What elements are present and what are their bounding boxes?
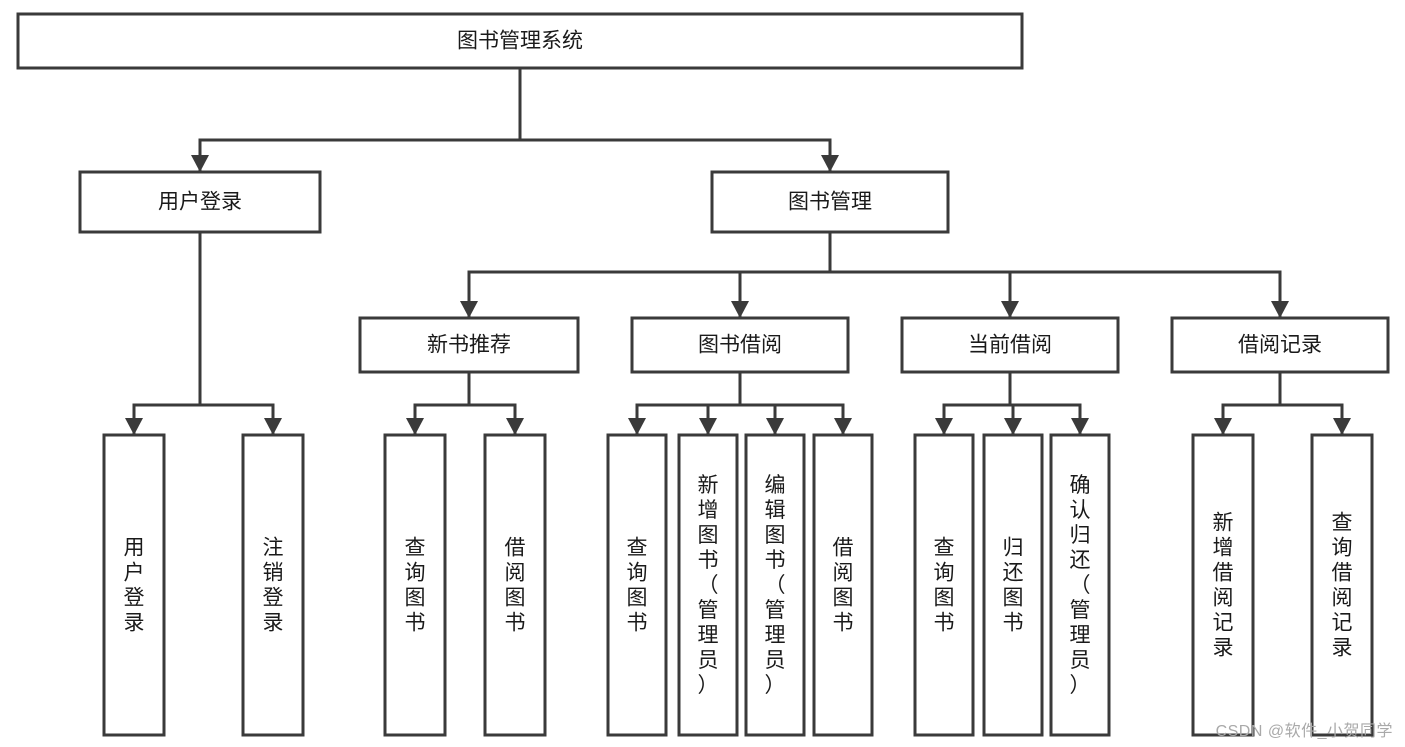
edge-group-new-book-recommend (406, 370, 524, 437)
edge-arrowhead (1004, 418, 1022, 435)
edge-arrowhead (264, 418, 282, 435)
node-box (630, 316, 850, 374)
node-box (913, 433, 975, 737)
node-box (900, 316, 1120, 374)
node-label: 用户登录 (158, 191, 242, 214)
node-leaf-add-book[interactable]: 新增图书（管理员） (677, 433, 739, 737)
node-label: 借阅图书 (833, 537, 854, 635)
node-box (710, 170, 950, 234)
node-label: 新书推荐 (427, 334, 511, 357)
node-label: 新增借阅记录 (1213, 512, 1234, 660)
node-box (16, 12, 1024, 70)
node-leaf-return-book[interactable]: 归还图书 (982, 433, 1044, 737)
node-label: 查询图书 (405, 537, 426, 635)
node-leaf-query-book-1[interactable]: 查询图书 (383, 433, 447, 737)
edge-arrowhead (699, 418, 717, 435)
edge-group-book-borrow (628, 370, 852, 437)
node-leaf-query-book-3[interactable]: 查询图书 (913, 433, 975, 737)
node-leaf-query-book-2[interactable]: 查询图书 (606, 433, 668, 737)
node-book-borrow[interactable]: 图书借阅 (630, 316, 850, 374)
edge-group-current-borrow (935, 370, 1089, 437)
node-label: 用户登录 (124, 537, 145, 635)
edge-arrowhead (191, 155, 209, 172)
node-label: 查询图书 (627, 537, 648, 635)
edge-arrowhead (125, 418, 143, 435)
edge-group-root (191, 66, 839, 174)
node-label: 当前借阅 (968, 334, 1052, 357)
node-leaf-borrow-book-2[interactable]: 借阅图书 (812, 433, 874, 737)
edge-arrowhead (935, 418, 953, 435)
node-label: 注销登录 (263, 537, 284, 635)
node-box (812, 433, 874, 737)
node-label: 图书借阅 (698, 334, 782, 357)
node-label: 查询借阅记录 (1332, 512, 1353, 660)
node-box (1310, 433, 1374, 737)
edge-arrowhead (834, 418, 852, 435)
node-label: 图书管理系统 (457, 30, 583, 53)
node-box (1049, 433, 1111, 737)
edge-group-book-manage (460, 230, 1289, 320)
node-box (483, 433, 547, 737)
edge-group-borrow-record (1214, 370, 1351, 437)
edge-arrowhead (1214, 418, 1232, 435)
edges-layer (125, 66, 1351, 437)
node-root[interactable]: 图书管理系统 (16, 12, 1024, 70)
node-leaf-confirm-return[interactable]: 确认归还（管理员） (1049, 433, 1111, 737)
node-box (982, 433, 1044, 737)
node-label: 编辑图书（管理员） (765, 474, 786, 697)
node-box (78, 170, 322, 234)
node-box (383, 433, 447, 737)
edge-arrowhead (1271, 301, 1289, 318)
node-box (241, 433, 305, 737)
node-leaf-logout[interactable]: 注销登录 (241, 433, 305, 737)
node-box (1191, 433, 1255, 737)
edge-arrowhead (406, 418, 424, 435)
edge-arrowhead (731, 301, 749, 318)
node-leaf-borrow-book-1[interactable]: 借阅图书 (483, 433, 547, 737)
node-box (744, 433, 806, 737)
edge-arrowhead (628, 418, 646, 435)
edge-arrowhead (766, 418, 784, 435)
node-box (606, 433, 668, 737)
node-borrow-record[interactable]: 借阅记录 (1170, 316, 1390, 374)
watermark-text: CSDN @软件_小贺同学 (1215, 723, 1393, 740)
node-leaf-add-record[interactable]: 新增借阅记录 (1191, 433, 1255, 737)
edge-arrowhead (1001, 301, 1019, 318)
node-box (102, 433, 166, 737)
node-leaf-edit-book[interactable]: 编辑图书（管理员） (744, 433, 806, 737)
nodes-layer: 图书管理系统用户登录图书管理新书推荐图书借阅当前借阅借阅记录用户登录注销登录查询… (16, 12, 1390, 737)
node-box (677, 433, 739, 737)
node-current-borrow[interactable]: 当前借阅 (900, 316, 1120, 374)
edge-arrowhead (821, 155, 839, 172)
node-label: 归还图书 (1003, 537, 1024, 635)
node-label: 借阅图书 (505, 537, 526, 635)
node-leaf-user-login[interactable]: 用户登录 (102, 433, 166, 737)
edge-arrowhead (1333, 418, 1351, 435)
node-box (358, 316, 580, 374)
node-label: 查询图书 (934, 537, 955, 635)
node-new-book-recommend[interactable]: 新书推荐 (358, 316, 580, 374)
edge-group-user-login (125, 230, 282, 437)
edge-arrowhead (506, 418, 524, 435)
node-user-login[interactable]: 用户登录 (78, 170, 322, 234)
node-label: 确认归还（管理员） (1070, 474, 1091, 697)
node-book-manage[interactable]: 图书管理 (710, 170, 950, 234)
node-leaf-query-record[interactable]: 查询借阅记录 (1310, 433, 1374, 737)
node-label: 新增图书（管理员） (698, 474, 719, 697)
node-label: 借阅记录 (1238, 334, 1322, 357)
edge-arrowhead (460, 301, 478, 318)
node-label: 图书管理 (788, 191, 872, 214)
edge-arrowhead (1071, 418, 1089, 435)
node-box (1170, 316, 1390, 374)
